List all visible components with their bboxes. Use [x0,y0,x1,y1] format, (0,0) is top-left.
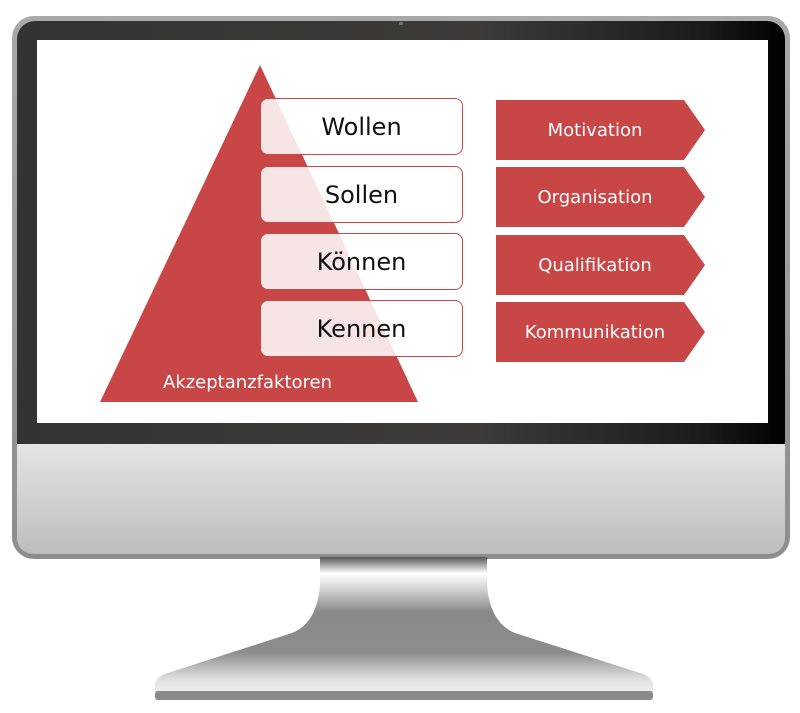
level-sollen: Sollen [260,166,463,223]
factor-organisation: Organisation [496,167,706,227]
factor-label: Motivation [547,119,643,141]
factor-qualifikation: Qualifikation [496,235,706,295]
level-kennen: Kennen [260,300,463,357]
factor-motivation: Motivation [496,100,706,160]
factor-label: Qualifikation [538,254,652,276]
factor-label: Organisation [537,186,653,208]
camera-icon [399,22,403,25]
pyramid-label: Akzeptanzfaktoren [163,372,332,393]
monitor-chin [17,444,785,554]
factor-label: Kommunikation [524,321,666,343]
monitor-stand [155,557,653,700]
level-wollen: Wollen [260,98,463,155]
level-koennen: Können [260,233,463,290]
factor-kommunikation: Kommunikation [496,302,706,362]
